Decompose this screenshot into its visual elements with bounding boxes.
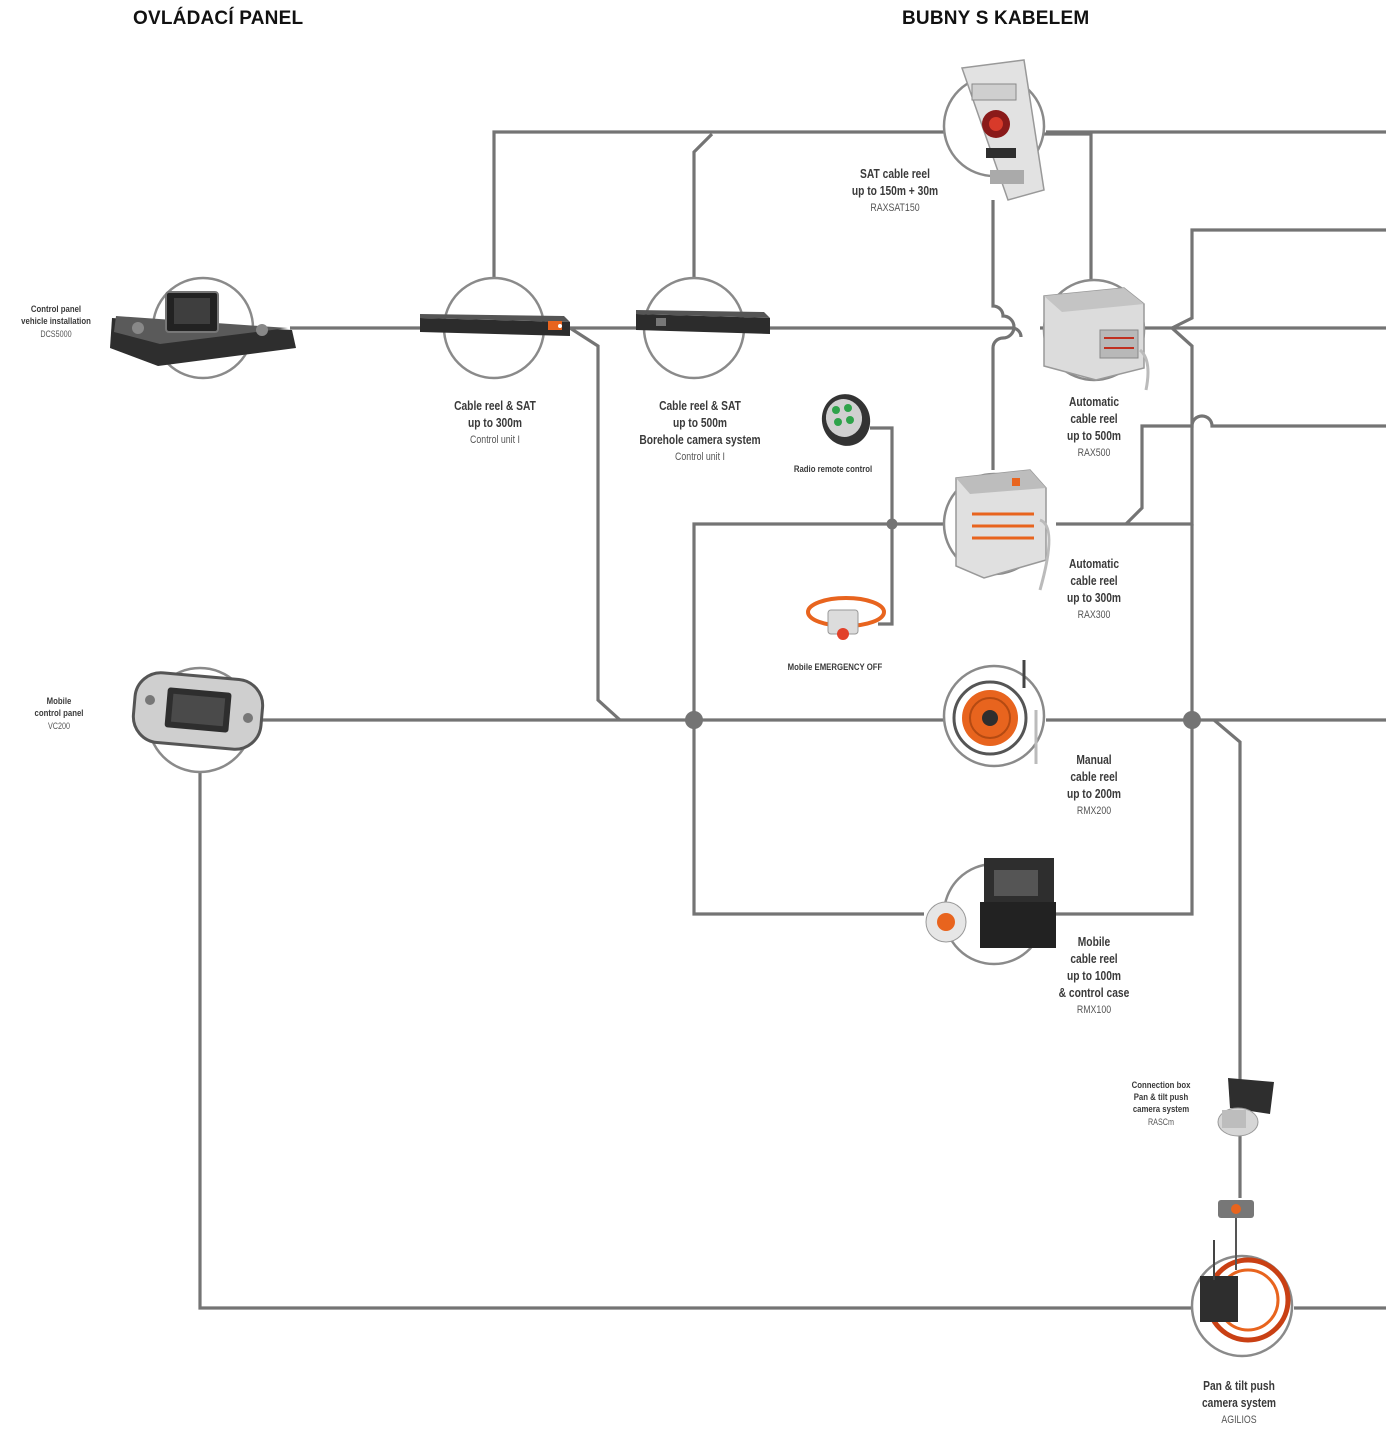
label-line: & control case <box>1046 985 1141 1002</box>
mobile-panel-icon <box>131 671 265 752</box>
label-code: AGILIOS <box>1195 1412 1283 1429</box>
emergency-off-icon <box>808 598 884 640</box>
line-cu500-to-sat <box>694 134 712 278</box>
label-line: Mobile <box>1046 934 1141 951</box>
label-line: up to 200m <box>1053 786 1135 803</box>
label-line: up to 100m <box>1046 968 1141 985</box>
label-rascm: Connection box Pan & tilt push camera sy… <box>1116 1080 1206 1128</box>
label-rmx100: Mobile cable reel up to 100m & control c… <box>1036 934 1152 1019</box>
device-cu1-500[interactable] <box>636 278 770 378</box>
label-rmx200: Manual cable reel up to 200m RMX200 <box>1044 752 1144 820</box>
label-agilios: Pan & tilt push camera system AGILIOS <box>1184 1378 1294 1429</box>
label-radio-remote: Radio remote control <box>778 464 888 476</box>
label-line: SAT cable reel <box>842 166 949 183</box>
label-line: vehicle installation <box>15 316 97 328</box>
device-rascm[interactable] <box>1218 1078 1274 1136</box>
label-line: camera system <box>1194 1395 1284 1412</box>
label-line: Mobile EMERGENCY OFF <box>782 662 889 674</box>
label-raxsat150: SAT cable reel up to 150m + 30m RAXSAT15… <box>830 166 960 217</box>
auto-reel-icon <box>956 470 1049 590</box>
device-agilios[interactable] <box>1192 1200 1292 1356</box>
label-rax300: Automatic cable reel up to 300m RAX300 <box>1044 556 1144 624</box>
label-line: Mobile <box>22 696 96 708</box>
label-code: VC200 <box>23 720 95 732</box>
rack-unit-icon <box>636 310 770 334</box>
junction-dot <box>1183 711 1201 729</box>
label-code: RASCm <box>1125 1116 1197 1128</box>
label-line: camera system <box>1124 1104 1198 1116</box>
line-radio <box>870 428 892 524</box>
label-line: up to 150m + 30m <box>842 183 949 200</box>
connection-box-icon <box>1218 1078 1274 1136</box>
label-code: RAX500 <box>1054 445 1134 462</box>
label-line: Pan & tilt push <box>1124 1092 1198 1104</box>
label-code: Control unit I <box>636 449 764 466</box>
line-right-trunk-top <box>1172 230 1386 328</box>
label-code: Control unit I <box>443 432 547 449</box>
line-sat-down <box>993 200 1014 470</box>
label-line: up to 300m <box>442 415 549 432</box>
label-line: cable reel <box>1053 411 1135 428</box>
label-line: cable reel <box>1046 951 1141 968</box>
label-code: RAXSAT150 <box>843 200 947 217</box>
label-vc200: Mobile control panel VC200 <box>14 696 104 732</box>
label-line: Radio remote control <box>788 464 878 476</box>
radio-remote-icon <box>816 389 876 452</box>
label-line: up to 500m <box>634 415 765 432</box>
device-radio-remote[interactable] <box>816 389 876 452</box>
label-line: Connection box <box>1124 1080 1198 1092</box>
label-line: Manual <box>1053 752 1135 769</box>
label-code: RMX100 <box>1048 1002 1141 1019</box>
label-line: Cable reel & SAT <box>634 398 765 415</box>
rack-unit-icon <box>420 314 570 336</box>
label-line: Borehole camera system <box>634 432 765 449</box>
label-code: RAX300 <box>1054 607 1134 624</box>
label-line: control panel <box>22 708 96 720</box>
label-line: Cable reel & SAT <box>442 398 549 415</box>
label-code: RMX200 <box>1054 803 1134 820</box>
device-cu1-300[interactable] <box>420 278 570 378</box>
line-cu300-to-vc200 <box>570 328 620 720</box>
device-dcs5000[interactable] <box>110 278 296 378</box>
device-rmx200[interactable] <box>944 660 1044 766</box>
label-line: cable reel <box>1053 573 1135 590</box>
connection-lines <box>200 132 1386 1308</box>
label-rax500: Automatic cable reel up to 500m RAX500 <box>1044 394 1144 462</box>
control-panel-device-icon <box>110 292 296 366</box>
device-rax500[interactable] <box>1044 280 1148 390</box>
line-to-rascm <box>1214 720 1240 1080</box>
auto-reel-icon <box>1044 288 1148 390</box>
line-vc200-to-agilios <box>200 772 1192 1308</box>
device-emergency-off[interactable] <box>808 598 884 640</box>
label-line: Control panel <box>15 304 97 316</box>
label-line: Pan & tilt push <box>1194 1378 1284 1395</box>
label-line: up to 300m <box>1053 590 1135 607</box>
line-sat-to-rax500 <box>1043 134 1091 282</box>
label-line: Automatic <box>1053 556 1135 573</box>
label-emergency-off: Mobile EMERGENCY OFF <box>770 662 900 674</box>
label-cu1-500: Cable reel & SAT up to 500m Borehole cam… <box>620 398 780 466</box>
label-line: Automatic <box>1053 394 1135 411</box>
label-cu1-300: Cable reel & SAT up to 300m Control unit… <box>430 398 560 449</box>
label-line: cable reel <box>1053 769 1135 786</box>
device-vc200[interactable] <box>131 668 265 772</box>
junction-dot <box>685 711 703 729</box>
line-right-mid <box>1126 416 1386 524</box>
label-code: DCS5000 <box>16 328 96 340</box>
junction-dot <box>887 519 898 530</box>
device-rax300[interactable] <box>944 470 1049 590</box>
label-dcs5000: Control panel vehicle installation DCS50… <box>6 304 106 340</box>
label-line: up to 500m <box>1053 428 1135 445</box>
